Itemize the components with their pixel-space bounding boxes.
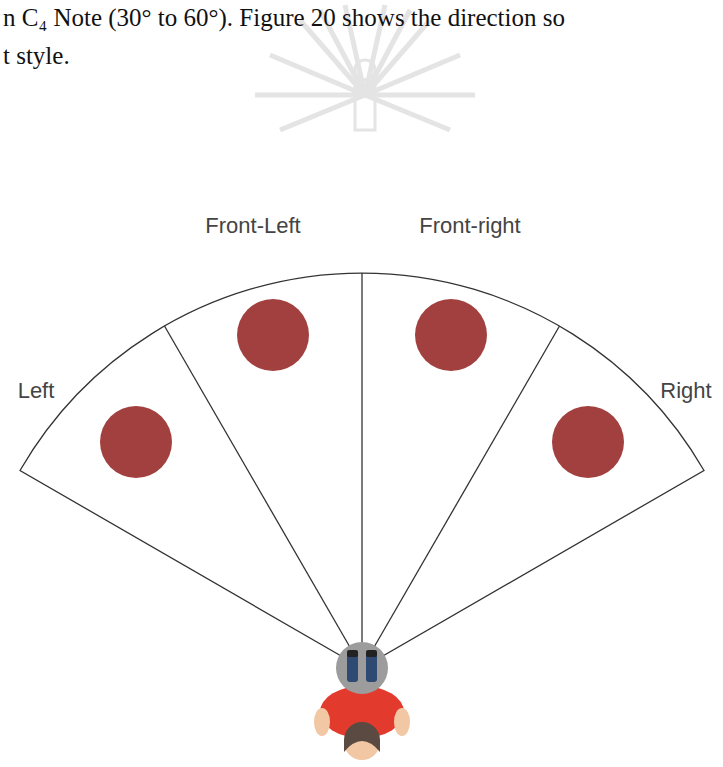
direction-label: Front-right	[419, 214, 520, 238]
sector-fan	[20, 273, 704, 668]
body-text-line: n C₄ Note (30° to 60°). Figure 20 shows …	[3, 4, 565, 32]
direction-label: Right	[660, 379, 711, 403]
direction-label: Front-Left	[205, 214, 300, 238]
direction-label: Left	[18, 379, 55, 403]
sound-source-dots	[100, 299, 624, 478]
listener-figure	[314, 642, 410, 760]
body-text-line: t style.	[3, 42, 70, 70]
